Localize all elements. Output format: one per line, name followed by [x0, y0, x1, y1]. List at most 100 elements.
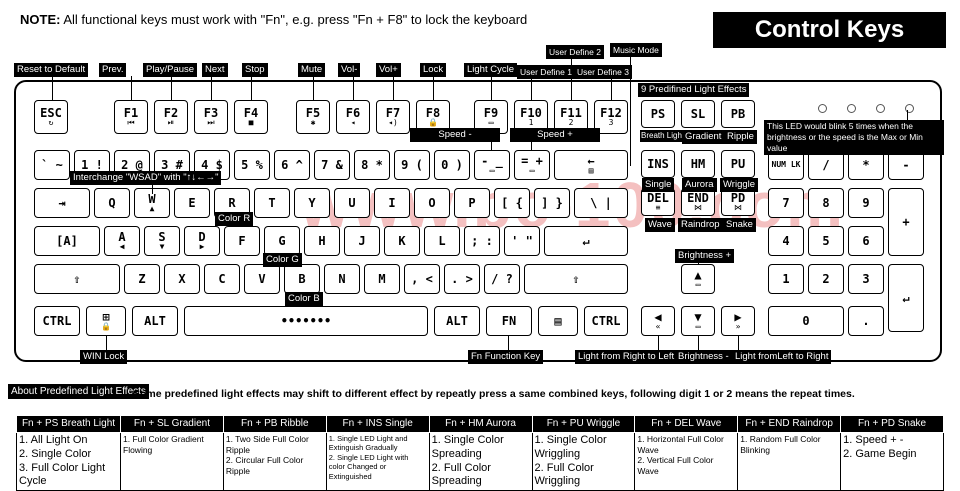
key-8[interactable]: 8 * [354, 150, 390, 180]
key-a[interactable]: A◀ [104, 226, 140, 256]
key-9[interactable]: 9 ( [394, 150, 430, 180]
key-m[interactable]: M [364, 264, 400, 294]
key-h[interactable]: H [304, 226, 340, 256]
key-end[interactable]: END⋈ [681, 188, 715, 216]
key-down[interactable]: ▼▭ [681, 306, 715, 336]
label-aurora: Aurora [682, 178, 717, 192]
key-left[interactable]: ◀« [641, 306, 675, 336]
key-minus[interactable]: - _▭ [474, 150, 510, 180]
key-g[interactable]: G [264, 226, 300, 256]
key-b[interactable]: B [284, 264, 320, 294]
key-s[interactable]: S▼ [144, 226, 180, 256]
key-f6[interactable]: F6◂ [336, 100, 370, 134]
key-quote[interactable]: ' " [504, 226, 540, 256]
key-f2[interactable]: F2⏯ [154, 100, 188, 134]
about-predefined-label: About Predefined Light Effects [8, 384, 149, 399]
key-up[interactable]: ▲▭ [681, 264, 715, 294]
key-equal[interactable]: = +▭ [514, 150, 550, 180]
key-n[interactable]: N [324, 264, 360, 294]
key-num-6[interactable]: 6 [848, 226, 884, 256]
key-slash[interactable]: / ? [484, 264, 520, 294]
key-p[interactable]: P [454, 188, 490, 218]
key-0[interactable]: 0 ) [434, 150, 470, 180]
key-semicolon[interactable]: ; : [464, 226, 500, 256]
key-u[interactable]: U [334, 188, 370, 218]
key-f[interactable]: F [224, 226, 260, 256]
key-num-star[interactable]: * [848, 150, 884, 180]
key-num-dot[interactable]: . [848, 306, 884, 336]
key-enter[interactable]: ↵ [544, 226, 628, 256]
key-c[interactable]: C [204, 264, 240, 294]
key-period[interactable]: . > [444, 264, 480, 294]
key-ins[interactable]: INS [641, 150, 675, 178]
key-backslash[interactable]: \ | [574, 188, 628, 218]
key-right[interactable]: ▶» [721, 306, 755, 336]
key-num-0[interactable]: 0 [768, 306, 844, 336]
key-6[interactable]: 6 ^ [274, 150, 310, 180]
key-y[interactable]: Y [294, 188, 330, 218]
key-f5[interactable]: F5✱ [296, 100, 330, 134]
key-tab[interactable]: ⇥ [34, 188, 90, 218]
key-num-8[interactable]: 8 [808, 188, 844, 218]
key-pd[interactable]: PD⋈ [721, 188, 755, 216]
label-wave: Wave [645, 218, 675, 232]
key-del[interactable]: DEL≡ [641, 188, 675, 216]
key-hm[interactable]: HM [681, 150, 715, 178]
key-5[interactable]: 5 % [234, 150, 270, 180]
key-num-enter[interactable]: ↵ [888, 264, 924, 332]
key-f7[interactable]: F7◂) [376, 100, 410, 134]
key-right-ctrl[interactable]: CTRL [584, 306, 628, 336]
key-capslock[interactable]: [A] [34, 226, 100, 256]
key-lbracket[interactable]: [ { [494, 188, 530, 218]
key-num-9[interactable]: 9 [848, 188, 884, 218]
key-fn[interactable]: FN [486, 306, 532, 336]
key-z[interactable]: Z [124, 264, 160, 294]
key-num-slash[interactable]: / [808, 150, 844, 180]
key-num-plus[interactable]: + [888, 188, 924, 256]
key-e[interactable]: E [174, 188, 210, 218]
key-left-shift[interactable]: ⇧ [34, 264, 120, 294]
key-tilde[interactable]: ` ~ [34, 150, 70, 180]
key-backspace[interactable]: ←▤ [554, 150, 628, 180]
key-l[interactable]: L [424, 226, 460, 256]
key-space[interactable]: ••••••• [184, 306, 428, 336]
key-rbracket[interactable]: ] } [534, 188, 570, 218]
key-j[interactable]: J [344, 226, 380, 256]
key-esc[interactable]: ESC↻ [34, 100, 68, 134]
key-pu[interactable]: PU [721, 150, 755, 178]
key-f1[interactable]: F1⏮ [114, 100, 148, 134]
key-right-alt[interactable]: ALT [434, 306, 480, 336]
key-num-7[interactable]: 7 [768, 188, 804, 218]
key-pb[interactable]: PB [721, 100, 755, 128]
key-v[interactable]: V [244, 264, 280, 294]
key-t[interactable]: T [254, 188, 290, 218]
key-menu[interactable]: ▤ [538, 306, 578, 336]
key-sl[interactable]: SL [681, 100, 715, 128]
key-num-3[interactable]: 3 [848, 264, 884, 294]
key-num-1[interactable]: 1 [768, 264, 804, 294]
key-f4[interactable]: F4■ [234, 100, 268, 134]
key-ps[interactable]: PS [641, 100, 675, 128]
key-num-5[interactable]: 5 [808, 226, 844, 256]
key-o[interactable]: O [414, 188, 450, 218]
key-k[interactable]: K [384, 226, 420, 256]
key-right-shift[interactable]: ⇧ [524, 264, 628, 294]
callout-line [353, 76, 354, 100]
key-comma[interactable]: , < [404, 264, 440, 294]
key-f3[interactable]: F3⏭ [194, 100, 228, 134]
key-num-minus[interactable]: - [888, 150, 924, 180]
key-left-alt[interactable]: ALT [132, 306, 178, 336]
key-num-4[interactable]: 4 [768, 226, 804, 256]
key-left-ctrl[interactable]: CTRL [34, 306, 80, 336]
key-numlock[interactable]: NUM LK [768, 150, 804, 180]
label-color-r: Color R [215, 212, 254, 226]
key-i[interactable]: I [374, 188, 410, 218]
key-7[interactable]: 7 & [314, 150, 350, 180]
key-num-2[interactable]: 2 [808, 264, 844, 294]
key-d[interactable]: D▶ [184, 226, 220, 256]
key-q[interactable]: Q [94, 188, 130, 218]
key-x[interactable]: X [164, 264, 200, 294]
key-win[interactable]: ⊞🔒 [86, 306, 126, 336]
label-speed-down: Speed - [410, 128, 500, 142]
